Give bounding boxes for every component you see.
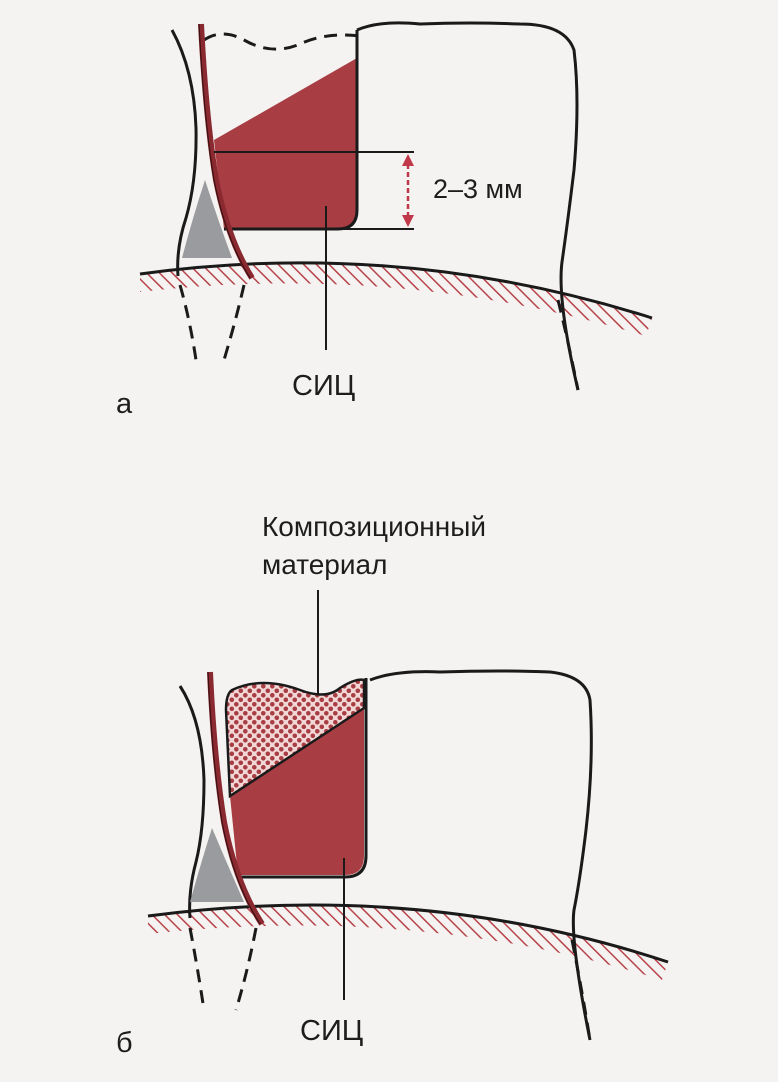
- tooth-root-a: [556, 299, 580, 391]
- tooth-outline-b: [369, 669, 593, 1041]
- panel-a: 2–3 мм СИЦ а: [116, 21, 653, 420]
- panel-b: Композиционный материал СИЦ б: [116, 511, 669, 1059]
- adjacent-tooth-a: [170, 29, 198, 277]
- wedge-a: [182, 180, 232, 258]
- gic-filling-b: [230, 708, 364, 875]
- tooth-root-b: [570, 939, 592, 1041]
- composite-label-line1: Композиционный: [262, 511, 486, 542]
- panel-letter-a: а: [116, 388, 133, 420]
- matrix-band-b: [207, 671, 265, 926]
- adjacent-root-a-2: [222, 284, 246, 361]
- dimension-arrowhead-top-a: [402, 154, 414, 166]
- composite-label-line2: материал: [262, 549, 387, 580]
- matrix-band-edge-a: [198, 23, 251, 279]
- matrix-band-edge-b: [207, 671, 261, 925]
- adjacent-root-a-1: [178, 284, 198, 361]
- wedge-b: [190, 828, 244, 902]
- cavity-wall-b: [238, 678, 368, 879]
- adjacent-root-b-1: [188, 927, 206, 1011]
- dimension-label-a: 2–3 мм: [433, 174, 523, 204]
- tooth-outline-a: [356, 21, 580, 391]
- matrix-band-a: [198, 23, 255, 280]
- material-label-a: СИЦ: [292, 370, 355, 402]
- gic-filling-a: [214, 58, 357, 229]
- panel-letter-b: б: [116, 1027, 133, 1059]
- adjacent-tooth-b: [178, 685, 206, 919]
- composite-layer-b: [224, 678, 366, 799]
- dimension-arrowhead-bottom-a: [402, 215, 414, 227]
- material-label-b: СИЦ: [300, 1015, 363, 1047]
- original-contour-a: [203, 32, 361, 51]
- gingiva-line-b: [147, 903, 669, 964]
- gingiva-hatch-a: [140, 262, 652, 336]
- adjacent-root-b-2: [234, 927, 258, 1011]
- gingiva-line-a: [139, 261, 653, 320]
- gingiva-hatch-b: [148, 905, 668, 980]
